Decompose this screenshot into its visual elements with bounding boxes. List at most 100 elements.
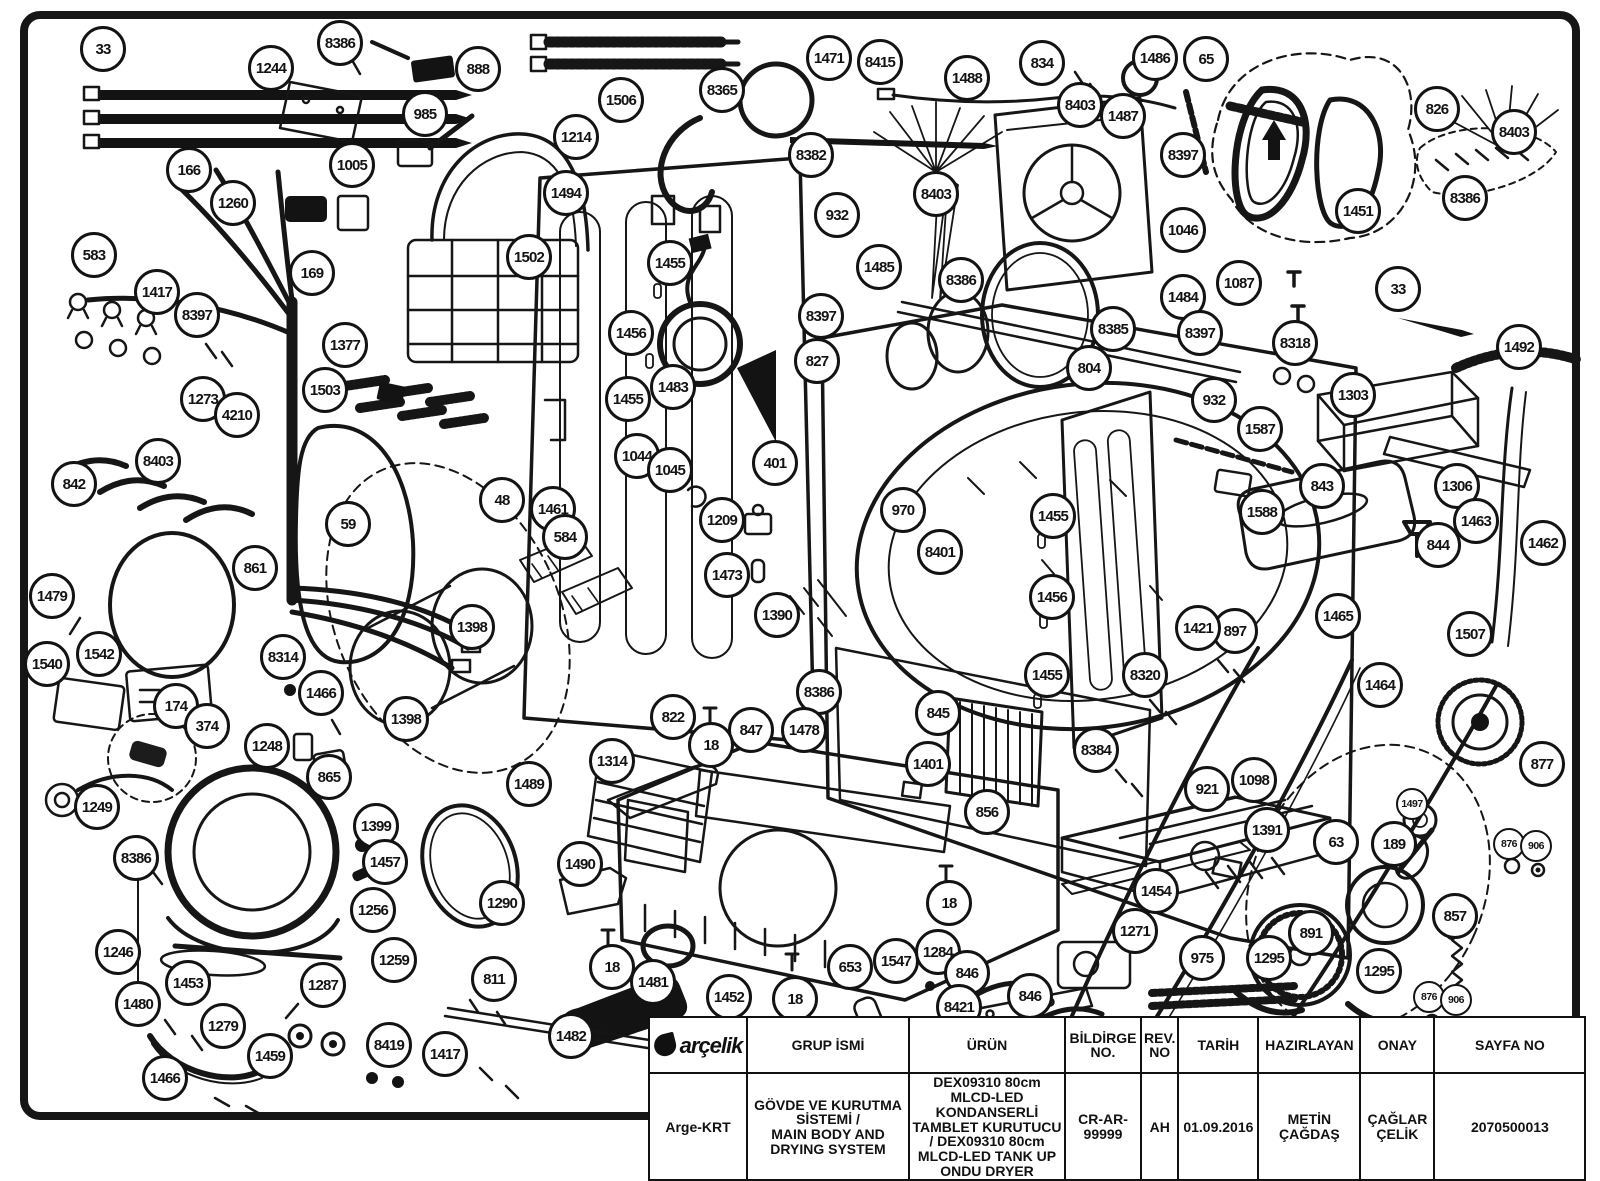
art-cable-ties <box>82 85 472 150</box>
callout-1459: 1459 <box>247 1033 293 1079</box>
callout-8397: 8397 <box>798 293 844 339</box>
value-sayfa-no: 2070500013 <box>1433 1072 1587 1181</box>
callout-856: 856 <box>964 789 1010 835</box>
header-grup-ismi: GRUP İSMİ <box>746 1015 910 1075</box>
callout-8386: 8386 <box>1442 175 1488 221</box>
arcelik-leaf-icon <box>651 1031 678 1059</box>
header-urun: ÜRÜN <box>908 1015 1066 1075</box>
callout-8318: 8318 <box>1272 320 1318 366</box>
callout-1259: 1259 <box>371 937 417 983</box>
callout-1453: 1453 <box>165 960 211 1006</box>
diagram-page: { "page": { "background": "#ffffff", "li… <box>20 11 1587 1181</box>
art-misc-top <box>650 61 959 387</box>
callout-1506: 1506 <box>598 77 644 123</box>
callout-1256: 1256 <box>350 887 396 933</box>
callout-8397: 8397 <box>174 292 220 338</box>
callout-1487: 1487 <box>1100 93 1146 139</box>
callout-1451: 1451 <box>1335 188 1381 234</box>
callout-1087: 1087 <box>1216 260 1262 306</box>
value-group-code: Arge-KRT <box>648 1072 748 1181</box>
callout-1452: 1452 <box>706 974 752 1020</box>
callout-1494: 1494 <box>543 170 589 216</box>
callout-1455: 1455 <box>647 240 693 286</box>
callout-1456: 1456 <box>1029 574 1075 620</box>
callout-583: 583 <box>71 232 117 278</box>
header-tarih: TARİH <box>1177 1015 1260 1075</box>
callout-1214: 1214 <box>553 114 599 160</box>
callout-1479: 1479 <box>29 573 75 619</box>
callout-1480: 1480 <box>115 981 161 1027</box>
callout-1587: 1587 <box>1237 406 1283 452</box>
art-terminal-strips <box>340 375 489 429</box>
callout-48: 48 <box>479 477 525 523</box>
callout-975: 975 <box>1179 935 1225 981</box>
callout-4210: 4210 <box>214 392 260 438</box>
callout-1486: 1486 <box>1132 35 1178 81</box>
callout-1489: 1489 <box>506 761 552 807</box>
callout-65: 65 <box>1183 36 1229 82</box>
callout-1303: 1303 <box>1330 372 1376 418</box>
callout-921: 921 <box>1184 766 1230 812</box>
callout-8403: 8403 <box>135 438 181 484</box>
callout-1478: 1478 <box>781 707 827 753</box>
callout-1398: 1398 <box>383 696 429 742</box>
callout-8419: 8419 <box>366 1022 412 1068</box>
callout-1398: 1398 <box>449 604 495 650</box>
value-bildirge-no: CR-AR-99999 <box>1064 1072 1142 1181</box>
callout-1045: 1045 <box>647 447 693 493</box>
art-idler-wheel <box>1435 677 1525 767</box>
callout-846: 846 <box>1007 973 1053 1019</box>
value-rev-no: AH <box>1139 1072 1180 1181</box>
callout-1466: 1466 <box>142 1055 188 1101</box>
callout-166: 166 <box>166 147 212 193</box>
callout-8386: 8386 <box>938 257 984 303</box>
callout-8320: 8320 <box>1122 652 1168 698</box>
callout-1046: 1046 <box>1160 207 1206 253</box>
callout-1417: 1417 <box>422 1031 468 1077</box>
callout-1503: 1503 <box>302 367 348 413</box>
callout-876: 876 <box>1493 828 1525 860</box>
value-product: DEX09310 80cm MLCD-LED KONDANSERLİ TAMBL… <box>908 1072 1066 1181</box>
callout-877: 877 <box>1519 741 1565 787</box>
callout-1421: 1421 <box>1175 605 1221 651</box>
title-block-value-row: Arge-KRT GÖVDE VE KURUTMA SİSTEMİ / MAIN… <box>648 1072 1587 1181</box>
callout-1490: 1490 <box>557 841 603 887</box>
value-tarih: 01.09.2016 <box>1177 1072 1260 1181</box>
callout-1464: 1464 <box>1357 662 1403 708</box>
callout-1547: 1547 <box>873 938 919 984</box>
callout-8384: 8384 <box>1073 727 1119 773</box>
callout-1462: 1462 <box>1520 520 1566 566</box>
title-block: arçelik GRUP İSMİ ÜRÜN BİLDİRGE NO. REV.… <box>648 1015 1587 1181</box>
callout-1588: 1588 <box>1239 489 1285 535</box>
callout-906: 906 <box>1440 984 1472 1016</box>
callout-861: 861 <box>232 545 278 591</box>
art-top-left-parts <box>204 40 633 615</box>
callout-842: 842 <box>51 461 97 507</box>
art-975-straps <box>1148 982 1298 1010</box>
callout-401: 401 <box>752 440 798 486</box>
callout-33: 33 <box>80 26 126 72</box>
callout-8386: 8386 <box>113 835 159 881</box>
callout-1507: 1507 <box>1447 611 1493 657</box>
art-thermostat-detail <box>107 713 197 803</box>
callout-1391: 1391 <box>1244 807 1290 853</box>
art-front-frame <box>147 764 404 1088</box>
callout-33: 33 <box>1375 266 1421 312</box>
callout-1482: 1482 <box>548 1013 594 1059</box>
callout-1287: 1287 <box>300 962 346 1008</box>
art-felt-ring <box>108 531 236 679</box>
callout-811: 811 <box>471 956 517 1002</box>
callout-1455: 1455 <box>1030 493 1076 539</box>
header-sayfa-no: SAYFA NO <box>1433 1015 1587 1075</box>
callout-827: 827 <box>794 338 840 384</box>
callout-374: 374 <box>184 703 230 749</box>
callout-169: 169 <box>289 250 335 296</box>
callout-1260: 1260 <box>210 180 256 226</box>
callout-1455: 1455 <box>1024 652 1070 698</box>
callout-1249: 1249 <box>74 784 120 830</box>
value-onay: ÇAĞLAR ÇELİK <box>1359 1072 1436 1181</box>
callout-932: 932 <box>814 192 860 238</box>
callout-653: 653 <box>827 944 873 990</box>
callout-1465: 1465 <box>1315 593 1361 639</box>
